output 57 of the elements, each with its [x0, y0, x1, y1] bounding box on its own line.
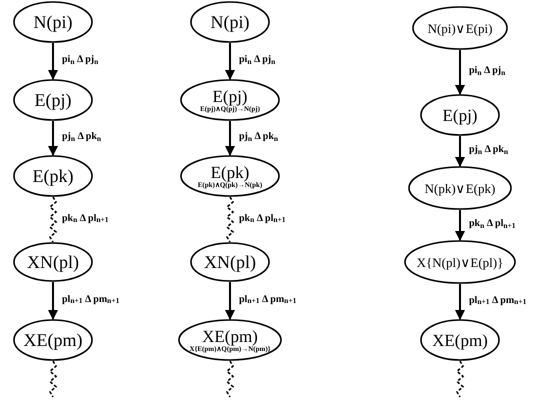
ellipse-node — [190, 1, 270, 43]
ellipse-node — [412, 6, 508, 50]
ellipse-node — [420, 319, 500, 361]
ellipse-node — [180, 79, 280, 121]
edge-label: pl$_{n+1}$ Δ pm$_{n+1}$ — [239, 294, 296, 304]
edge-label: pi$_{n}$ Δ pj$_{n}$ — [239, 55, 276, 65]
ellipse-node — [178, 319, 282, 361]
ellipse-node — [13, 242, 93, 282]
ellipse-node — [13, 319, 93, 361]
node-label: N(pi) — [210, 13, 250, 31]
node-label: E(pj) — [212, 88, 248, 104]
arrow — [455, 136, 465, 167]
edge-label: pi$_{n}$ Δ pj$_{n}$ — [62, 55, 98, 65]
wavy-connector — [456, 360, 464, 398]
node-label: E(pj) — [442, 106, 478, 124]
ellipse-node — [408, 166, 512, 210]
node-label: XN(pl) — [204, 253, 256, 271]
arrow — [225, 43, 235, 80]
wavy-connector — [48, 360, 58, 398]
wavy-connector — [226, 360, 234, 398]
node-label: N(pi) — [34, 13, 72, 31]
arrow — [455, 50, 465, 95]
edge-label: pl$_{n+1}$ Δ pm$_{n+1}$ — [469, 296, 526, 306]
ellipse-node — [13, 155, 93, 197]
arrow — [455, 210, 465, 241]
edge-label: pk$_{n}$ Δ pl$_{n+1}$ — [469, 219, 516, 229]
edge-label: pj$_{n}$ Δ pk$_{n}$ — [239, 132, 278, 142]
wavy-connector — [48, 196, 58, 242]
node-label: XE(pm) — [202, 328, 258, 344]
arrow — [455, 284, 465, 320]
edge-label: pj$_{n}$ Δ pk$_{n}$ — [469, 145, 508, 155]
arrow — [225, 282, 235, 320]
node-label: N(pk)∨E(pk) — [424, 182, 496, 194]
node-label: XE(pm) — [24, 331, 82, 349]
node-label: E(pj) — [34, 91, 72, 109]
node-label: N(pi)∨E(pi) — [428, 22, 492, 34]
ellipse-node — [13, 1, 93, 43]
edge-label: pl$_{n+1}$ Δ pm$_{n+1}$ — [62, 294, 120, 304]
ellipse-node — [190, 242, 270, 282]
node-label: E(pk) — [210, 164, 250, 180]
ellipse-node — [420, 94, 500, 136]
edge-label: pj$_{n}$ Δ pk$_{n}$ — [62, 132, 102, 142]
node-label: E(pk) — [32, 167, 74, 185]
arrow — [225, 121, 235, 156]
arrow — [48, 43, 58, 80]
arrow — [48, 282, 58, 320]
ellipse-node — [180, 155, 280, 197]
node-label: XN(pl) — [27, 253, 79, 271]
edge-label: pk$_{n}$ Δ pl$_{n+1}$ — [239, 214, 286, 224]
wavy-connector — [226, 196, 234, 242]
edge-label: pi$_{n}$ Δ pj$_{n}$ — [469, 66, 506, 76]
node-label: XE(pm) — [432, 332, 488, 348]
node-label: X{N(pl)∨E(pl)} — [416, 256, 504, 268]
edge-label: pk$_{n}$ Δ pl$_{n+1}$ — [62, 214, 109, 224]
arrow — [48, 121, 58, 156]
ellipse-node — [404, 240, 516, 284]
ellipse-node — [13, 79, 93, 121]
